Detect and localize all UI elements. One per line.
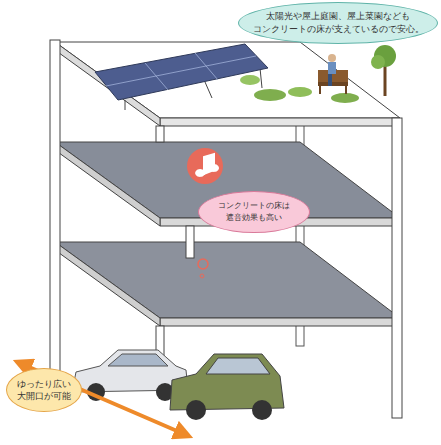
- slab-edge: [160, 318, 400, 326]
- car: [170, 354, 284, 420]
- callout-bubble: コンクリートの床は 遮音効果も高い: [198, 191, 310, 233]
- column: [392, 118, 402, 418]
- roof-slab: [55, 42, 400, 118]
- column: [186, 226, 194, 258]
- callout-text: コンクリートの床は 遮音効果も高い: [206, 200, 302, 223]
- slab-edge: [55, 242, 160, 326]
- callout-bubble: ゆったり広い 大開口が可能: [6, 368, 82, 412]
- solar-panel: [95, 44, 268, 110]
- rooftop-garden: [240, 45, 396, 103]
- slab-edge: [160, 118, 400, 126]
- callout-text: ゆったり広い 大開口が可能: [14, 378, 74, 403]
- callout-bubble: 太陽光や屋上庭園、屋上菜園なども コンクリートの床が支えているので安心。: [238, 2, 438, 44]
- slab-edge: [55, 142, 160, 226]
- callout-text: 太陽光や屋上庭園、屋上菜園なども コンクリートの床が支えているので安心。: [248, 10, 428, 36]
- column: [50, 40, 60, 396]
- column: [156, 126, 164, 142]
